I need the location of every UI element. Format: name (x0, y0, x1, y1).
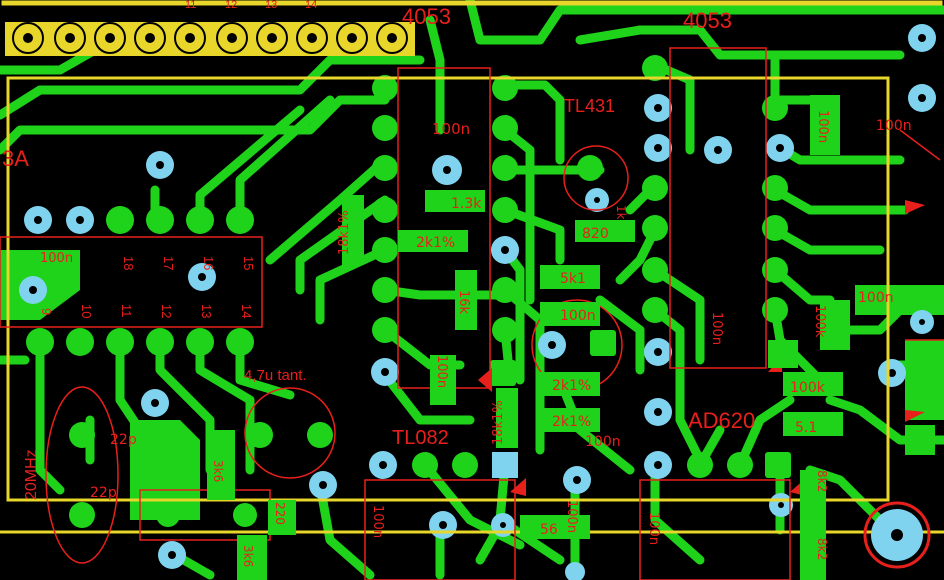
value-r-8k2b: 8k2 (815, 538, 829, 560)
value-c-100n-i: 100n (434, 355, 449, 388)
value-r-5-1: 5.1 (795, 420, 817, 436)
tl082-label: TL082 (392, 427, 449, 449)
left-ic-ref-label: 3A (2, 146, 29, 171)
value-r-3k6b: 3k6 (241, 545, 255, 567)
value-c-100n-e: 100n (876, 118, 912, 134)
value-c-100n-k: 100n (646, 512, 661, 545)
value-c-100n-f: 100n (858, 290, 894, 306)
value-c-100n-j: 100n (370, 505, 385, 538)
value-c-100n-g: 100n (815, 110, 830, 143)
value-r-820: 820 (582, 226, 609, 242)
value-r-18k-a: 18k1% (337, 210, 352, 255)
value-r-5k1: 5k1 (560, 271, 586, 287)
value-r-1k3: 1.3k (451, 196, 482, 212)
tl431-label: TL431 (564, 96, 615, 116)
ic-pin-17: 17 (161, 256, 176, 270)
board-outlines (0, 0, 944, 534)
mounting-hole (871, 509, 923, 561)
cap-tant-label: 4,7u tant. (244, 367, 307, 384)
ic-pin-13: 13 (199, 304, 214, 318)
header-pin-11: 11 (185, 0, 196, 11)
smd-parts (207, 190, 843, 580)
value-c-100n-a: 100n (432, 120, 470, 138)
ic-pin-15: 15 (241, 256, 256, 270)
value-c-100n-edge: 100n (564, 500, 579, 533)
value-c-100n-b: 100n (40, 251, 73, 266)
value-r-2k1a: 2k1% (416, 235, 455, 251)
value-r-16k: 16k (456, 290, 471, 315)
value-r-100k-b: 100k (812, 305, 827, 338)
value-c-100n-d: 100n (585, 434, 621, 450)
header-pin-strip (5, 22, 415, 56)
value-c-22p-b: 22p (90, 485, 117, 501)
value-r-100k-a: 100k (790, 380, 826, 396)
silkscreen-labels: 4053 4053 TL431 TL082 AD620 3A 20MHz 4,7… (2, 0, 912, 567)
header-pin-12: 12 (225, 0, 237, 11)
value-r-18k-b: 18k1% (491, 400, 506, 445)
value-c-100n-h: 100n (709, 312, 724, 345)
value-c-56: 56 (540, 522, 558, 538)
header-pin-13: 13 (265, 0, 277, 11)
vias (19, 24, 936, 580)
value-r-8k2a: 8k2 (815, 470, 829, 492)
crystal-label: 20MHz (23, 449, 40, 500)
ic-4053-left-label: 4053 (402, 4, 451, 29)
header-pin-14: 14 (305, 0, 317, 11)
ic-pin-9: 9 (39, 308, 54, 315)
ic-pin-18: 18 (121, 256, 136, 270)
value-r-1k: 1k (614, 205, 628, 220)
value-r-2k1c: 2k1% (552, 414, 591, 430)
value-r-220: 220 (273, 502, 287, 525)
ic-pin-10: 10 (79, 304, 94, 318)
value-r-3k6a: 3k6 (211, 460, 225, 482)
value-c-22p-a: 22p (110, 432, 137, 448)
value-r-2k1b: 2k1% (552, 378, 591, 394)
ic-pin-14: 14 (239, 304, 254, 318)
value-c-100n-c: 100n (560, 308, 596, 324)
ic-pin-12: 12 (159, 304, 174, 318)
ic-pin-16: 16 (201, 256, 216, 270)
ad620-label: AD620 (688, 408, 755, 433)
ic-4053-right-label: 4053 (683, 8, 732, 33)
ic-pin-11: 11 (119, 304, 134, 318)
